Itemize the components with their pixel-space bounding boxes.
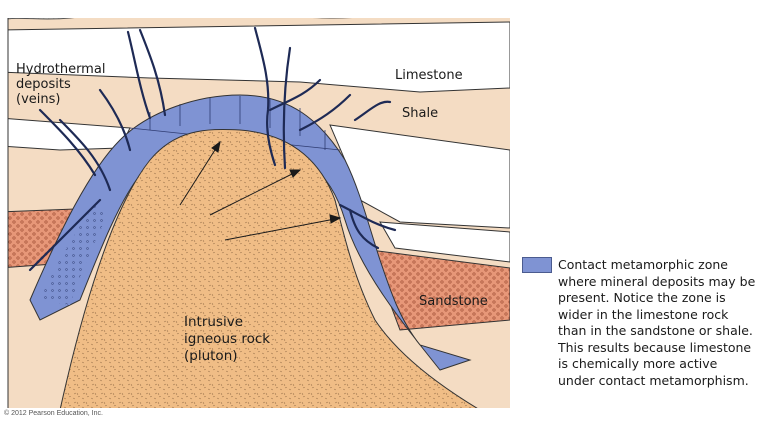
label-intrusive: Intrusive igneous rock (pluton) [184,314,271,364]
limestone-band-lower-right [379,221,510,263]
legend-line: than in the sandstone or shale. [558,323,753,338]
label-limestone: Limestone [392,68,466,83]
legend-line: This results because limestone [558,339,752,355]
copyright: © 2012 Pearson Education, Inc. [4,410,103,417]
legend-line: wider in the limestone rock [558,306,729,322]
hydrothermal-veins [28,26,397,272]
heat-flow-arrows [179,140,342,241]
legend-line: present. Notice the zone is [558,290,726,305]
zone-dotted-left [40,205,108,305]
surface-gravel [8,18,352,20]
geology-cross-section [7,18,510,408]
label-hydrothermal: Hydrothermal deposits (veins) [16,62,106,107]
legend-line: where mineral deposits may be [558,273,756,289]
limestone-band-top [8,21,510,93]
legend-text: Contact metamorphic zone where mineral d… [558,257,763,389]
legend-line: is chemically more active [558,356,718,371]
limestone-band-left [8,118,131,151]
label-shale: Shale [402,106,439,121]
pluton-body [59,128,478,408]
legend-swatch [522,257,552,273]
legend-line: under contact metamorphism. [558,372,749,388]
label-sandstone: Sandstone [419,294,488,309]
legend-line: Contact metamorphic zone [558,257,728,272]
